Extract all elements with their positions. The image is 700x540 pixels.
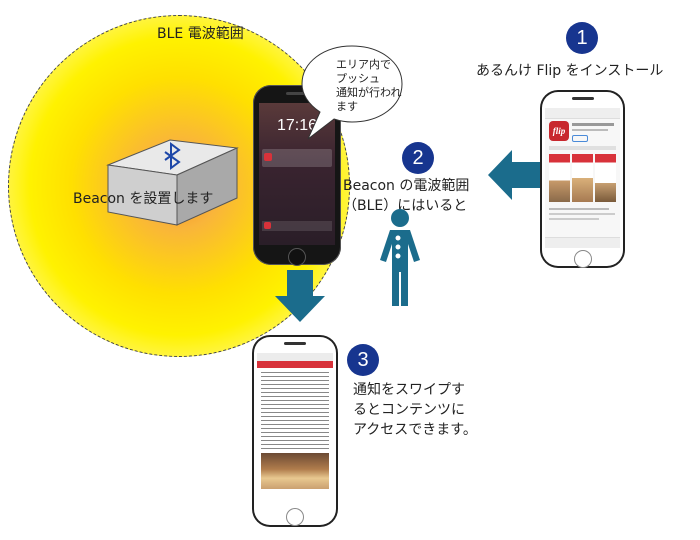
content-photo (261, 453, 329, 489)
beacon-label: Beacon を設置します (73, 191, 214, 207)
step-1-text: あるんけ Flip をインストール (476, 63, 664, 79)
step-2-line-2: （BLE）にはいると (343, 198, 468, 214)
arrow-left (488, 150, 540, 200)
content-screen (257, 353, 333, 505)
flip-app-logo: flip (549, 121, 569, 141)
bubble-line-4: ます (336, 100, 358, 113)
notification-app-icon (264, 153, 272, 161)
speech-bubble-shape (301, 45, 403, 140)
second-notification (262, 221, 332, 231)
content-article-text (261, 372, 329, 450)
step-1-badge: 1 (566, 22, 598, 54)
beacon-box (106, 139, 239, 226)
content-header-bar (257, 361, 333, 368)
step-3-line-3: アクセスできます。 (353, 422, 477, 438)
step-3-line-1: 通知をスワイプす (353, 382, 465, 398)
speech-bubble-text: エリア内で プッシュ 通知が行われ ます (336, 58, 401, 114)
step-2-badge: 2 (402, 142, 434, 174)
step-2-line-1: Beacon の電波範囲 (343, 178, 470, 194)
step-3-text: 通知をスワイプす るとコンテンツに アクセスできます。 (353, 380, 477, 440)
notification-banner (262, 149, 332, 167)
person-icon (380, 209, 420, 306)
app-store-screen: flip (545, 108, 620, 248)
ble-range-label: BLE 電波範囲 (157, 26, 244, 42)
arrow-down (275, 270, 325, 322)
bubble-line-3: 通知が行われ (336, 86, 402, 99)
step-3-line-2: るとコンテンツに (353, 402, 465, 418)
bubble-line-2: プッシュ (336, 72, 380, 85)
screenshot-thumbs (549, 154, 616, 202)
notification-app-icon (264, 222, 271, 229)
app-store-phone: flip (540, 90, 625, 268)
bluetooth-icon (164, 142, 181, 170)
content-phone (252, 335, 338, 527)
lockscreen-time: 17:16 (276, 117, 318, 134)
step-2-text: Beacon の電波範囲 （BLE）にはいると (343, 176, 469, 216)
step-3-badge: 3 (347, 344, 379, 376)
get-button (572, 135, 588, 142)
bubble-line-1: エリア内で (336, 58, 391, 71)
